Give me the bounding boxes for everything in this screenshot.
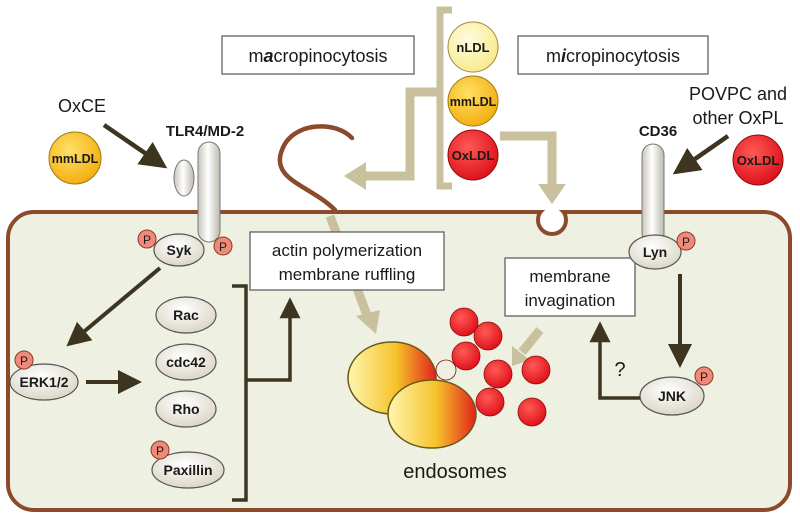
rho-protein: Rho (155, 390, 217, 428)
povpc-arrow (672, 134, 730, 175)
invagination-label-1: membrane (529, 267, 610, 286)
syk-phospho-left: P (137, 229, 157, 249)
actin-box (249, 231, 445, 291)
endosome-arrow-micro (518, 327, 544, 355)
svg-text:Rac: Rac (173, 307, 199, 323)
cd36-receptor (641, 143, 665, 245)
micro-uptake-arrow (500, 131, 557, 186)
actin-label-2: membrane ruffling (279, 265, 416, 284)
gtpase-actin-arrow (246, 297, 301, 382)
lyn-phospho: P (676, 231, 696, 251)
erk-phospho: P (14, 350, 34, 370)
micropinocytosis-label: micropinocytosis (546, 46, 680, 66)
svg-text:Rho: Rho (172, 401, 199, 417)
svg-text:nLDL: nLDL (456, 40, 489, 55)
paxillin-protein: Paxillin (151, 451, 225, 489)
povpc-label-2: other OxPL (692, 108, 783, 128)
svg-text:Lyn: Lyn (643, 244, 667, 260)
povpc-label-1: POVPC and (689, 84, 787, 104)
lyn-protein: Lyn (628, 234, 682, 270)
oxce-label: OxCE (58, 96, 106, 116)
ldl-oxldl: OxLDL (447, 129, 499, 181)
svg-text:cdc42: cdc42 (166, 354, 206, 370)
svg-text:JNK: JNK (658, 388, 686, 404)
ldl-mmldl-left: mmLDL (48, 131, 102, 185)
invagination-box (504, 257, 636, 317)
svg-text:P: P (143, 233, 151, 247)
rac-protein: Rac (155, 296, 217, 334)
membrane-pit (536, 204, 568, 236)
gtpase-bracket (232, 284, 248, 502)
tlr4-label: TLR4/MD-2 (166, 123, 244, 140)
svg-text:P: P (682, 235, 690, 249)
ldl-nldl: nLDL (447, 21, 499, 73)
endosome-large-2 (387, 379, 477, 449)
svg-text:P: P (20, 354, 28, 368)
ldl-mmldl: mmLDL (447, 75, 499, 127)
svg-text:mmLDL: mmLDL (450, 95, 497, 109)
macro-uptake-arrow (362, 87, 440, 181)
micropinocytosis-box (517, 35, 709, 75)
jnk-invagination-arrow (589, 321, 640, 400)
oxce-arrow (102, 123, 168, 169)
ldl-oxldl-right: OxLDL (732, 134, 784, 186)
jnk-phospho: P (694, 366, 714, 386)
erk-protein: ERK1/2 (9, 363, 79, 401)
cdc42-protein: cdc42 (155, 343, 217, 381)
jnk-protein: JNK (639, 376, 705, 416)
svg-text:Paxillin: Paxillin (163, 462, 212, 478)
svg-text:OxLDL: OxLDL (737, 153, 780, 168)
tlr4-receptor (173, 141, 221, 243)
svg-text:P: P (219, 240, 227, 254)
svg-text:P: P (700, 370, 708, 384)
syk-protein: Syk (153, 233, 205, 267)
macropinocytosis-label: macropinocytosis (248, 46, 387, 66)
syk-erk-arrow (66, 266, 162, 347)
svg-text:ERK1/2: ERK1/2 (19, 374, 68, 390)
cd36-label: CD36 (639, 123, 677, 140)
invagination-label-2: invagination (525, 291, 616, 310)
svg-text:OxLDL: OxLDL (452, 148, 495, 163)
macropinocytosis-box (221, 35, 415, 75)
actin-label-1: actin polymerization (272, 241, 422, 260)
ldl-bracket (436, 6, 452, 190)
syk-phospho-right: P (213, 236, 233, 256)
paxillin-phospho: P (150, 440, 170, 460)
svg-text:mmLDL: mmLDL (52, 152, 99, 166)
endosome-small-group (435, 307, 551, 427)
membrane-ruffle (277, 124, 355, 213)
svg-text:P: P (156, 444, 164, 458)
question-mark: ? (614, 359, 625, 381)
svg-text:Syk: Syk (167, 242, 192, 258)
endosomes-label: endosomes (403, 461, 506, 483)
